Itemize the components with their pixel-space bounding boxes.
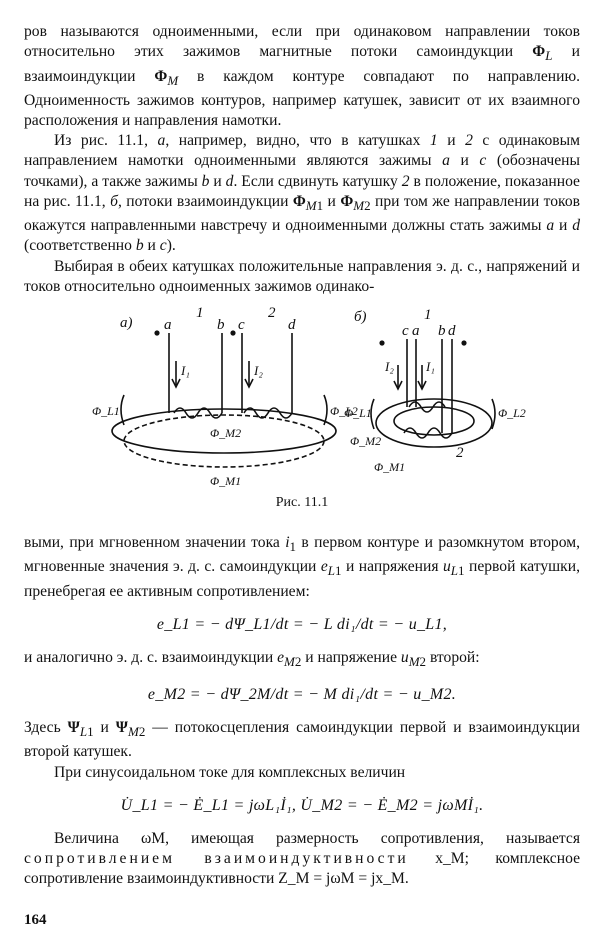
panel-a-terminal-c: c bbox=[238, 317, 245, 333]
panel-b-flux-l2: Φ_L2 bbox=[498, 406, 526, 420]
panel-b-terminal-a: a bbox=[412, 323, 420, 339]
panel-a-terminal-d: d bbox=[288, 317, 296, 333]
paragraph-1: ров называются одноименными, если при од… bbox=[24, 23, 581, 130]
panel-a-flux-m1: Φ_M1 bbox=[210, 474, 241, 488]
panel-a-flux-l1: Φ_L1 bbox=[92, 404, 120, 418]
page-body: ров называются одноименными, если при од… bbox=[24, 22, 580, 889]
panel-b-label: б) bbox=[354, 309, 367, 325]
panel-b-flux-m2: Φ_M2 bbox=[350, 434, 381, 448]
paragraph-3: Выбирая в обеих катушках положительные н… bbox=[24, 257, 580, 295]
figure-11-1: а) 1 2 a b c d I₁ I₂ Φ_L1 Φ_L2 Φ_M2 Φ_M1 bbox=[24, 303, 580, 513]
panel-a-dot-a bbox=[154, 330, 160, 336]
paragraph-2: Из рис. 11.1, а, например, видно, что в … bbox=[24, 132, 580, 255]
panel-b-terminal-b: b bbox=[438, 323, 446, 339]
paragraph-6: Здесь ΨL1 и ΨM2 — потокосцепления самоин… bbox=[24, 719, 580, 761]
paragraph-7: При синусоидальном токе для комплексных … bbox=[54, 763, 406, 781]
panel-a-coil-2 bbox=[243, 407, 293, 419]
panel-b-coil-2 bbox=[403, 427, 453, 439]
panel-b-coil-1 bbox=[408, 401, 446, 413]
formula-3: U̇_L1 = − Ė_L1 = jωL₁İ₁, U̇_M2 = − Ė_M2 … bbox=[120, 796, 484, 814]
panel-b-flux-loop-inner bbox=[393, 406, 475, 436]
panel-a-flux-m1-loop bbox=[123, 414, 325, 468]
paragraph-8-part-a: Величина ωM, имеющая размерность сопроти… bbox=[54, 829, 580, 847]
panel-b-terminal-c: c bbox=[402, 323, 409, 339]
panel-a-label: а) bbox=[120, 315, 133, 331]
figure-caption: Рис. 11.1 bbox=[275, 494, 329, 510]
panel-a-current-i2: I₂ bbox=[253, 363, 263, 378]
panel-b-flux-loop-outer bbox=[375, 398, 493, 448]
panel-b-current-i2: I₂ bbox=[384, 359, 394, 374]
panel-b-dot-1 bbox=[379, 340, 385, 346]
paragraph-4: выми, при мгновенном значении тока i1 в … bbox=[24, 533, 580, 600]
panel-a-flux-l2: Φ_L2 bbox=[330, 404, 358, 418]
panel-b-dot-2 bbox=[461, 340, 467, 346]
figure-drawing: а) 1 2 a b c d I₁ I₂ Φ_L1 Φ_L2 Φ_M2 Φ_M1 bbox=[92, 305, 526, 488]
panel-a-coil-1-label: 1 bbox=[196, 305, 204, 321]
panel-a-flux-mutual-loop bbox=[111, 408, 337, 454]
panel-a-coil-1 bbox=[173, 407, 223, 419]
paragraph-8-part-c: x_M; комплексное сопротивление взаимоинд… bbox=[24, 850, 580, 888]
panel-b-coil-2-label: 2 bbox=[456, 445, 464, 461]
panel-b-flux-l1: Φ_L1 bbox=[344, 406, 372, 420]
panel-a-coil-2-label: 2 bbox=[268, 305, 276, 321]
page-number: 164 bbox=[24, 912, 47, 928]
paragraph-8: Величина ωM, имеющая размерность сопроти… bbox=[24, 829, 580, 890]
panel-b-terminal-d: d bbox=[448, 323, 456, 339]
panel-a-dot-c bbox=[230, 330, 236, 336]
panel-b-coil-1-label: 1 bbox=[424, 307, 432, 323]
panel-b-flux-m1: Φ_M1 bbox=[374, 460, 405, 474]
formula-1: e_L1 = − dΨ_L1/dt = − L di₁/dt = − u_L1, bbox=[156, 615, 448, 633]
panel-a-terminal-a: a bbox=[164, 317, 172, 333]
panel-a-flux-m2: Φ_M2 bbox=[210, 426, 241, 440]
paragraph-5: и аналогично э. д. с. взаимоиндукции eM2… bbox=[24, 648, 480, 669]
formula-2: e_M2 = − dΨ_2M/dt = − M di₁/dt = − u_M2. bbox=[147, 686, 457, 704]
panel-a-current-i1: I₁ bbox=[180, 363, 190, 378]
panel-b-current-i1: I₁ bbox=[425, 359, 435, 374]
term-mutual-reactance: сопротивлением взаимоиндуктивности bbox=[24, 850, 409, 868]
panel-a-terminal-b: b bbox=[217, 317, 225, 333]
